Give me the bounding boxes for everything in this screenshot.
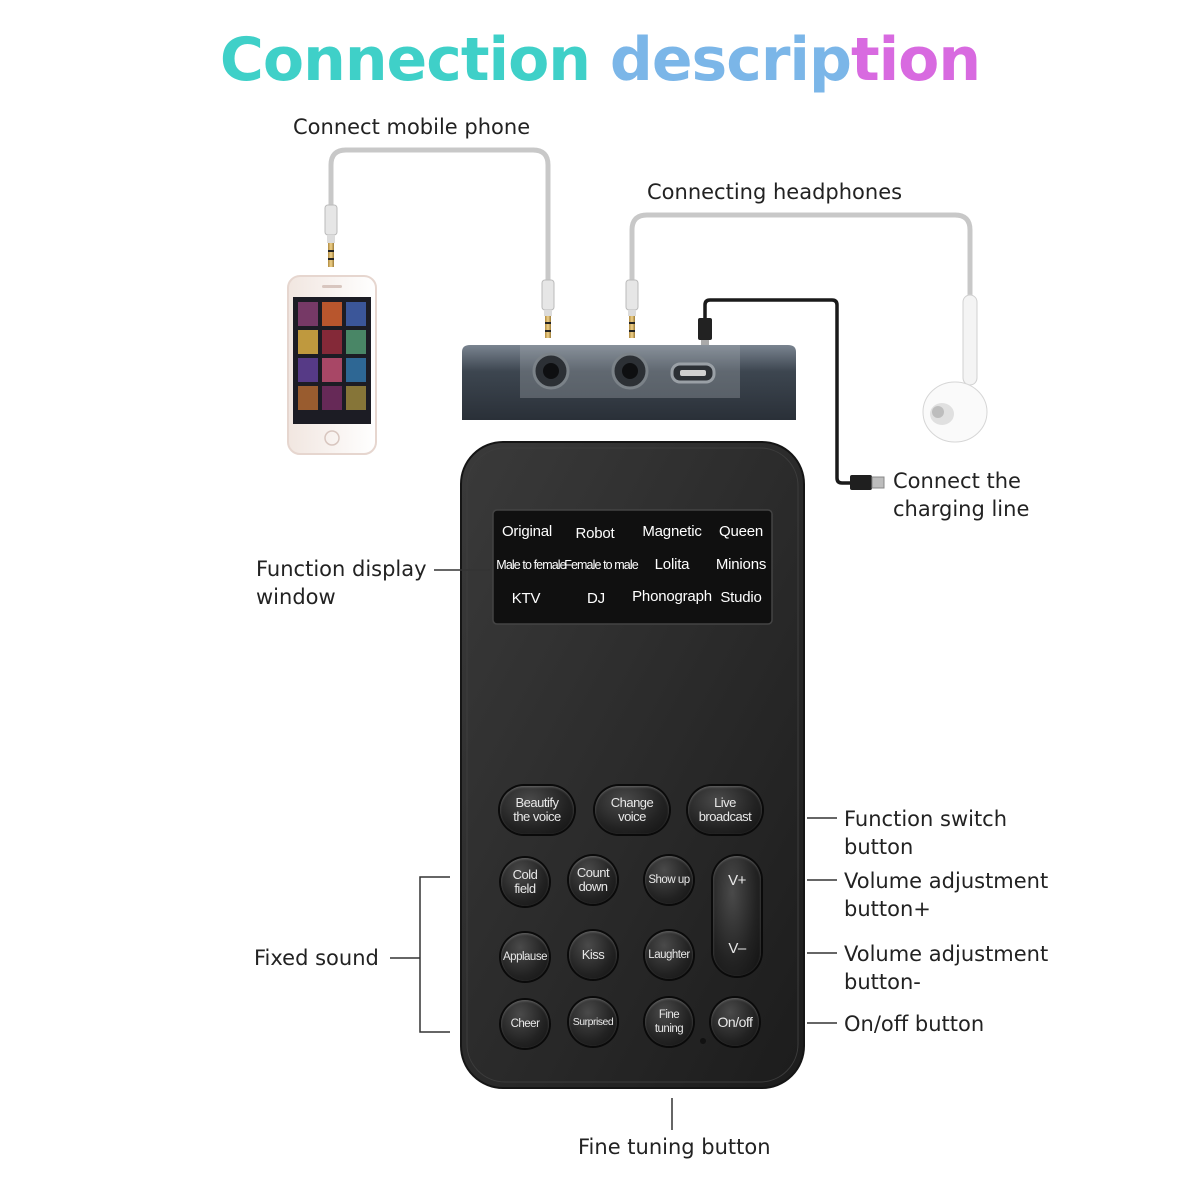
usb-plug-top — [698, 318, 712, 348]
display-female-to-male: Female to male — [564, 558, 638, 572]
leader-fixed-sound — [419, 876, 450, 1033]
label-mobile-phone: Connect mobile phone — [293, 115, 531, 139]
usb-plug-side — [850, 475, 885, 490]
on-off-button[interactable]: On/off — [711, 998, 759, 1046]
title-part-1: Connection — [219, 25, 591, 95]
display-minions: Minions — [715, 556, 767, 573]
display-ktv: KTV — [511, 590, 541, 607]
mic-jack-plug — [541, 279, 555, 338]
label-fixed-sound: Fixed sound — [254, 946, 379, 970]
label-on-off: On/off button — [844, 1012, 985, 1036]
display-dj: DJ — [587, 590, 605, 607]
mobile-phone — [287, 275, 377, 455]
label-display-window: Function display window — [256, 557, 427, 609]
label-volume-minus: Volume adjustment button- — [844, 942, 1049, 994]
label-function-switch: Function switch button — [844, 807, 1008, 859]
page-title: Connection description — [0, 22, 1200, 98]
cheer-button[interactable]: Cheer — [501, 1000, 549, 1048]
laughter-button[interactable]: Laughter — [645, 931, 693, 979]
volume-down-button[interactable]: V– — [728, 940, 746, 957]
display-magnetic: Magnetic — [642, 523, 702, 540]
title-part-2: descrip — [609, 25, 852, 95]
volume-rocker: V+ V– — [713, 856, 761, 976]
display-studio: Studio — [720, 589, 762, 606]
headphone-cable — [629, 212, 973, 300]
phone-jack-plug — [324, 204, 338, 267]
headphone-jack-plug — [625, 279, 639, 338]
title-part-3: tion — [850, 25, 981, 95]
live-broadcast-button[interactable]: Live broadcast — [688, 786, 762, 834]
label-charging-line: Connect the charging line — [893, 469, 1030, 521]
show-up-button[interactable]: Show up — [645, 856, 693, 904]
earbud — [922, 294, 988, 443]
display-queen: Queen — [718, 523, 764, 540]
display-original: Original — [501, 523, 553, 540]
display-lolita: Lolita — [654, 556, 690, 573]
fine-tuning-button[interactable]: Fine tuning — [645, 998, 693, 1046]
cold-field-button[interactable]: Cold field — [501, 858, 549, 906]
surprised-button[interactable]: Surprised — [569, 998, 617, 1046]
lcd-frame — [492, 509, 773, 625]
display-male-to-female: Male to female — [496, 558, 566, 572]
device-top-edge — [462, 345, 796, 420]
change-voice-button[interactable]: Change voice — [595, 786, 669, 834]
label-volume-plus: Volume adjustment button+ — [844, 869, 1049, 921]
beautify-voice-button[interactable]: Beautify the voice — [500, 786, 574, 834]
charging-cable — [703, 298, 852, 485]
count-down-button[interactable]: Count down — [569, 856, 617, 904]
volume-up-button[interactable]: V+ — [728, 872, 746, 889]
display-robot: Robot — [575, 525, 615, 542]
label-fine-tuning: Fine tuning button — [578, 1135, 771, 1159]
phone-cable — [328, 147, 551, 285]
applause-button[interactable]: Applause — [501, 933, 549, 981]
display-phonograph: Phonograph — [632, 588, 712, 605]
label-headphones: Connecting headphones — [647, 180, 903, 204]
kiss-button[interactable]: Kiss — [569, 931, 617, 979]
